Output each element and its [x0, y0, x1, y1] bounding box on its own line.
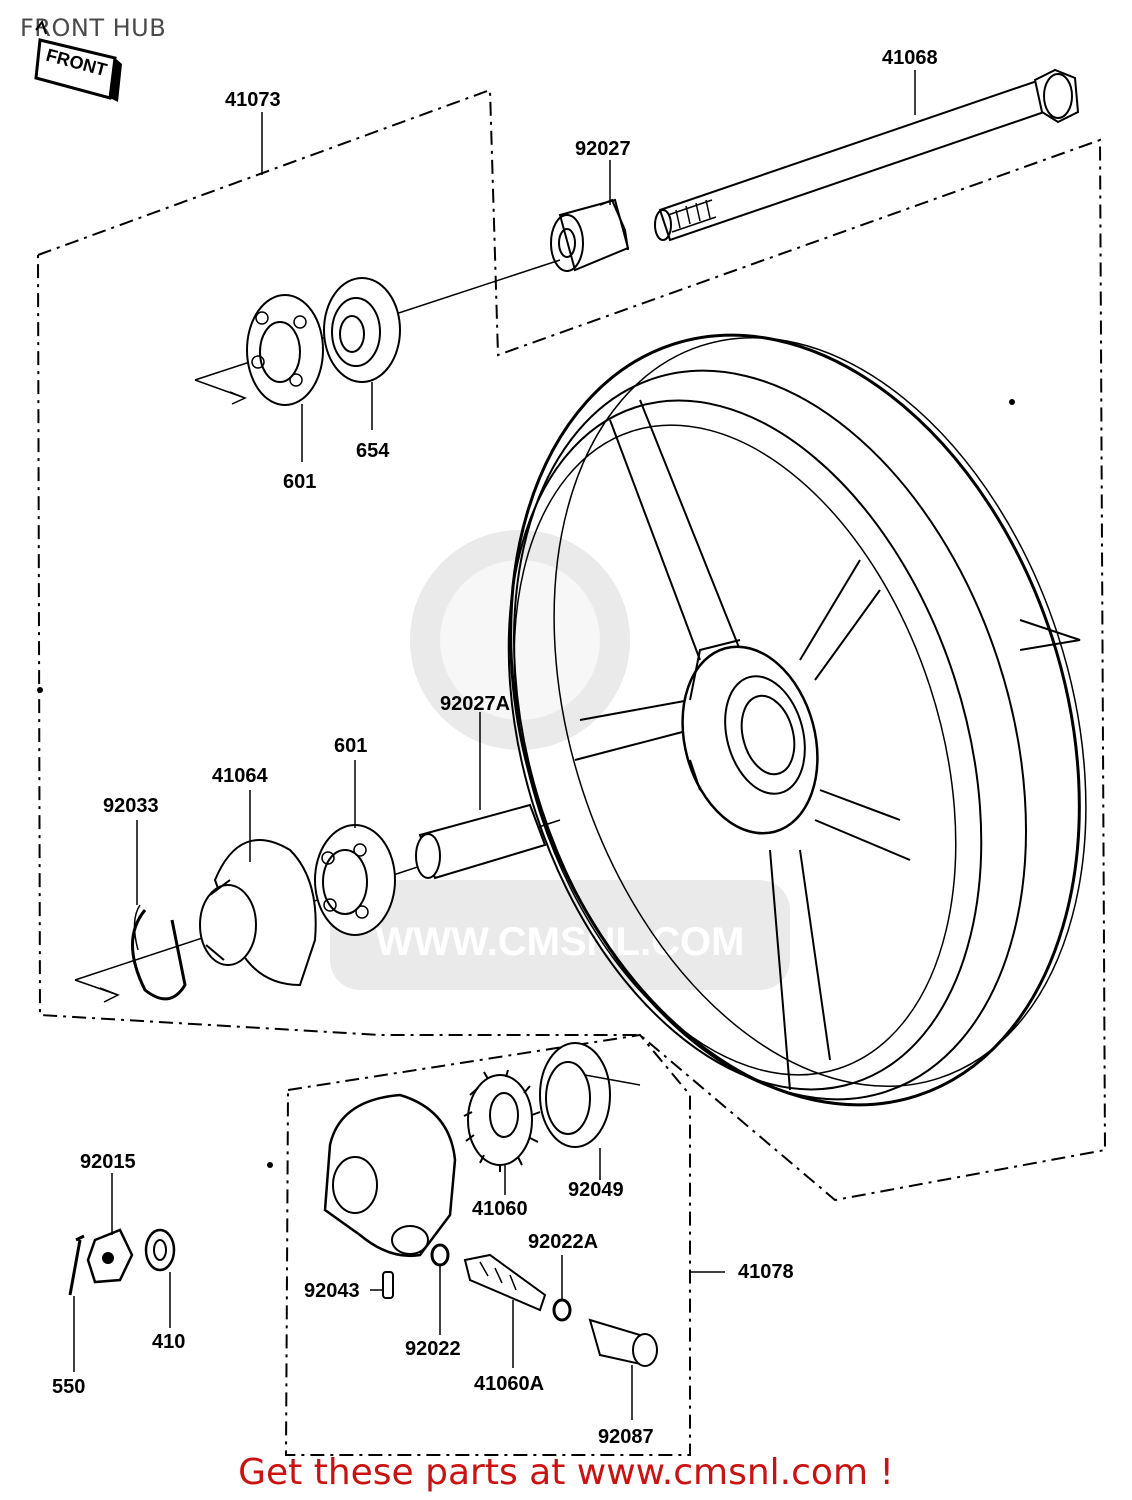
- wheel-direction-arrow: [1019, 619, 1081, 651]
- axle-nut-92015: [86, 1228, 134, 1284]
- label-92043: 92043: [304, 1280, 360, 1302]
- shop-link[interactable]: Get these parts at www.cmsnl.com !: [238, 1452, 894, 1493]
- washer-92022: [430, 1243, 450, 1267]
- assembly-outline-41073: [36, 88, 1107, 1202]
- label-92015: 92015: [80, 1151, 136, 1173]
- leader-lines: [73, 70, 916, 1420]
- label-41064: 41064: [212, 765, 268, 787]
- label-41068: 41068: [882, 47, 938, 69]
- label-92022: 92022: [405, 1338, 461, 1360]
- cast-wheel: [507, 333, 1087, 1107]
- label-41073: 41073: [225, 89, 281, 111]
- dot-marker: [37, 687, 43, 693]
- label-92027A: 92027A: [440, 693, 510, 715]
- label-654: 654: [356, 440, 390, 462]
- collar-92027: [550, 198, 630, 272]
- watermark-text: WWW.CMSNL.COM: [376, 920, 745, 964]
- label-410: 410: [152, 1331, 185, 1353]
- label-41060A: 41060A: [474, 1373, 544, 1395]
- washer-410: [144, 1228, 176, 1272]
- speedometer-drive-gear-41060: [463, 1069, 541, 1172]
- watermark: WWW.CMSNL.COM: [330, 530, 790, 990]
- axis-arrow-upper: [194, 379, 247, 405]
- distance-collar-92027A: [415, 803, 547, 880]
- cotter-pin-550: [68, 1234, 85, 1296]
- label-92033: 92033: [103, 795, 159, 817]
- pinion-41060A: [463, 1253, 547, 1312]
- circlip-92033: [131, 904, 187, 1001]
- label-92022A: 92022A: [528, 1231, 598, 1253]
- oil-seal-92049: [539, 1042, 641, 1148]
- retainer-41064: [199, 839, 317, 987]
- label-601-upper: 601: [283, 471, 316, 493]
- label-41060: 41060: [472, 1198, 528, 1220]
- pin-92043: [382, 1271, 394, 1299]
- label-41078: 41078: [738, 1261, 794, 1283]
- label-92087: 92087: [598, 1426, 654, 1448]
- label-92049: 92049: [568, 1179, 624, 1201]
- washer-92022A: [552, 1298, 572, 1322]
- bearing-601-upper: [246, 294, 324, 406]
- label-601-lower: 601: [334, 735, 367, 757]
- dot-marker: [1009, 399, 1015, 405]
- axis-arrow-lower: [74, 979, 120, 1003]
- bearing-601-lower: [314, 824, 396, 936]
- bushing-92087: [588, 1318, 658, 1367]
- speedometer-gear-housing: [323, 1093, 457, 1257]
- label-92027: 92027: [575, 138, 631, 160]
- oil-seal-654: [323, 277, 401, 383]
- dot-marker: [267, 1162, 273, 1168]
- front-direction-tag: FRONT: [34, 19, 122, 102]
- axle-41068: [654, 68, 1080, 242]
- label-550: 550: [52, 1376, 85, 1398]
